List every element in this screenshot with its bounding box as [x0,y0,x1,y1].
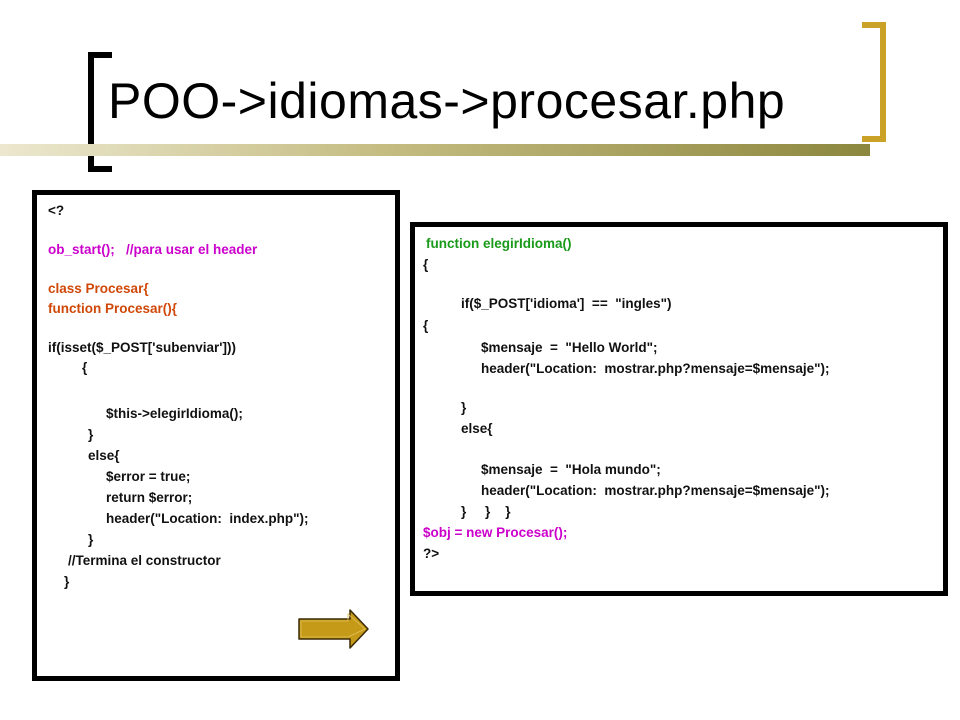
code-line: ?> [423,546,440,561]
code-line: { [82,360,88,375]
code-line: return $error; [106,490,193,505]
code-line: header("Location: mostrar.php?mensaje=$m… [481,483,830,498]
code-line: function elegirIdioma() [426,236,572,251]
code-line: } [64,574,70,589]
code-line: { [423,318,429,333]
title-underline-bar [0,144,870,156]
arrow-right-icon[interactable] [298,609,370,649]
code-line: //Termina el constructor [68,553,221,568]
title-bracket-right [862,22,886,142]
title-bracket-left [88,52,112,172]
code-line: } [88,427,94,442]
code-line: { [423,257,429,272]
code-line: $mensaje = "Hello World"; [481,340,658,355]
code-line: else{ [461,421,493,436]
left-code-panel: <? ob_start(); //para usar el header cla… [32,190,400,681]
code-line: class Procesar{ [48,281,149,296]
code-line: $mensaje = "Hola mundo"; [481,462,661,477]
code-line: header("Location: index.php"); [106,511,309,526]
code-line: if(isset($_POST['subenviar'])) [48,340,236,355]
code-line: header("Location: mostrar.php?mensaje=$m… [481,361,830,376]
slide-title: POO->idiomas->procesar.php [108,73,786,129]
code-line: } } } [461,504,511,519]
code-line: } [88,532,94,547]
code-line: $obj = new Procesar(); [423,525,568,540]
code-line: $error = true; [106,469,191,484]
right-code-panel: function elegirIdioma() { if($_POST['idi… [410,222,948,596]
code-line: else{ [88,448,120,463]
code-line: function Procesar(){ [48,301,178,316]
code-line: if($_POST['idioma'] == "ingles") [461,296,672,311]
code-line: ob_start(); //para usar el header [48,242,258,257]
code-line: <? [48,203,65,218]
code-line: $this->elegirIdioma(); [106,406,243,421]
code-line: } [461,400,467,415]
